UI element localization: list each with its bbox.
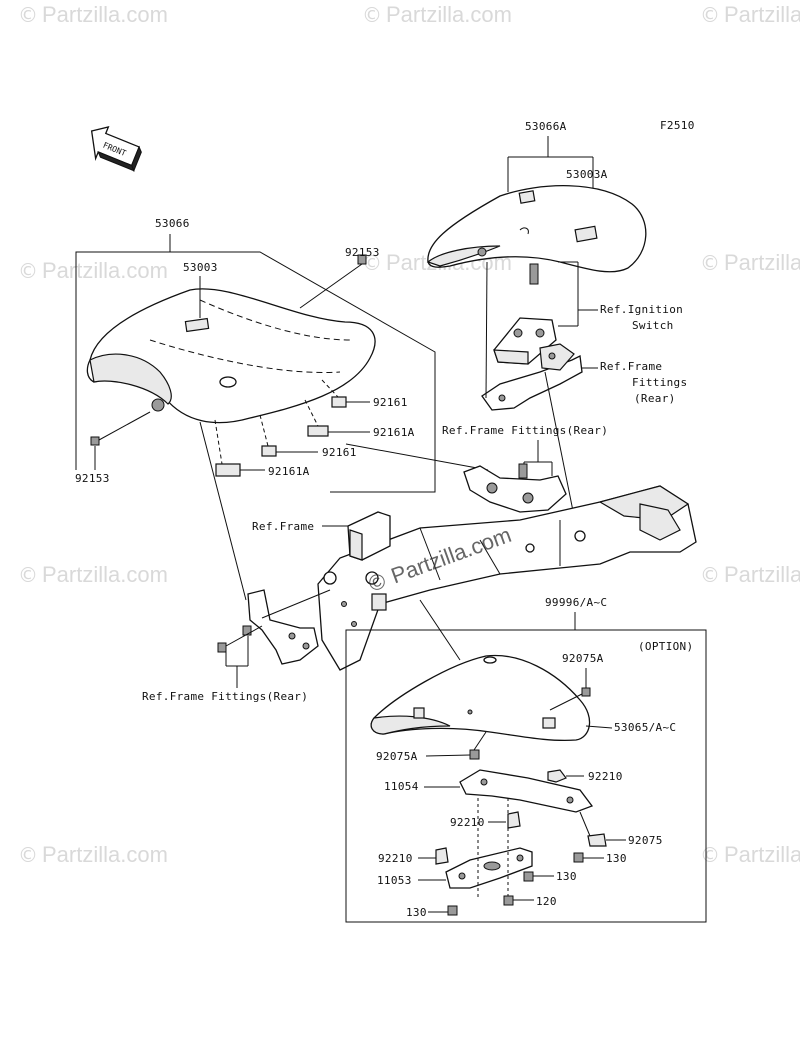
label-92161-b: 92161	[322, 446, 357, 459]
label-92161A-b: 92161A	[268, 465, 310, 478]
label-130-right-top: 130	[606, 852, 627, 865]
label-option: (OPTION)	[638, 640, 693, 653]
label-11054: 11054	[384, 780, 419, 793]
label-frame-fittings-2: Fittings	[632, 376, 687, 389]
watermark-copyright: ©	[18, 259, 38, 283]
label-130-right: 130	[556, 870, 577, 883]
bracket-11054-part	[459, 769, 594, 813]
label-92075A-left: 92075A	[376, 750, 418, 763]
watermark-copyright: ©	[362, 251, 382, 275]
label-92161A-a: 92161A	[373, 426, 415, 439]
label-ignition-2: Switch	[632, 319, 674, 332]
label-frame-fittings-1: Ref.Frame	[600, 360, 662, 373]
watermark-copyright: ©	[700, 843, 720, 867]
watermark-text: Partzilla.com	[724, 562, 800, 587]
label-ignition-1: Ref.Ignition	[600, 303, 683, 316]
cushion-92161	[321, 379, 370, 408]
label-frame-fittings-mid: Ref.Frame Fittings(Rear)	[442, 424, 608, 437]
label-92210-right: 92210	[588, 770, 623, 783]
watermark-text: Partzilla.com	[42, 2, 168, 27]
figure-code: F2510	[660, 119, 695, 132]
frame-fittings-rear-upper	[481, 343, 598, 411]
cushion-92161A	[304, 399, 370, 437]
label-120: 120	[536, 895, 557, 908]
frame-fittings-rear-mid	[463, 440, 567, 513]
watermark-text: Partzilla.com	[42, 842, 168, 867]
label-53003: 53003	[183, 261, 218, 274]
watermark-text: Partzilla.com	[724, 250, 800, 275]
watermark-copyright: ©	[362, 3, 382, 27]
watermark-layer: © Partzilla.com © Partzilla.com © Partzi…	[18, 2, 800, 867]
label-53065: 53065/A~C	[614, 721, 676, 734]
label-53066A: 53066A	[525, 120, 567, 133]
watermark-text: Partzilla.com	[42, 562, 168, 587]
seat-assembly-group: 53066 53003 92153 92153 9	[75, 217, 489, 601]
label-frame-fittings-bottom: Ref.Frame Fittings(Rear)	[142, 690, 308, 703]
cushion-92161A	[214, 419, 265, 477]
watermark-copyright: ©	[700, 3, 720, 27]
label-130-bottom: 130	[406, 906, 427, 919]
option-kit-group: 99996/A~C (OPTION) 92075A 53065/A~C 9207…	[345, 596, 707, 923]
label-99996: 99996/A~C	[545, 596, 607, 609]
label-92153-left: 92153	[75, 472, 110, 485]
main-frame-ref	[317, 485, 697, 671]
watermark-text: Partzilla.com	[42, 258, 168, 283]
label-frame-fittings-3: (Rear)	[634, 392, 676, 405]
watermark-copyright: ©	[18, 563, 38, 587]
label-53066: 53066	[155, 217, 190, 230]
front-arrow-icon: FRONT	[90, 126, 142, 172]
center-watermark-copyright: ©	[365, 568, 389, 597]
watermark-copyright: ©	[18, 3, 38, 27]
bolt-92153	[299, 254, 367, 309]
watermark-text: Partzilla.com	[724, 842, 800, 867]
label-53003A: 53003A	[566, 168, 608, 181]
watermark-copyright: ©	[18, 843, 38, 867]
label-ref-frame: Ref.Frame	[252, 520, 314, 533]
bolt-92153	[90, 411, 151, 446]
label-92210-left: 92210	[378, 852, 413, 865]
rear-seat-cover-group: 53066A 53003A	[426, 120, 647, 273]
cushion-92161	[259, 414, 318, 457]
watermark-text: Partzilla.com	[386, 2, 512, 27]
label-11053: 11053	[377, 874, 412, 887]
label-92161-a: 92161	[373, 396, 408, 409]
frame-fittings-rear-lower	[217, 589, 331, 688]
label-92075: 92075	[628, 834, 663, 847]
label-92153-top: 92153	[345, 246, 380, 259]
watermark-copyright: ©	[700, 251, 720, 275]
watermark-copyright: ©	[700, 563, 720, 587]
label-92210-mid: 92210	[450, 816, 485, 829]
watermark-text: Partzilla.com	[724, 2, 800, 27]
label-92075A-top: 92075A	[562, 652, 604, 665]
